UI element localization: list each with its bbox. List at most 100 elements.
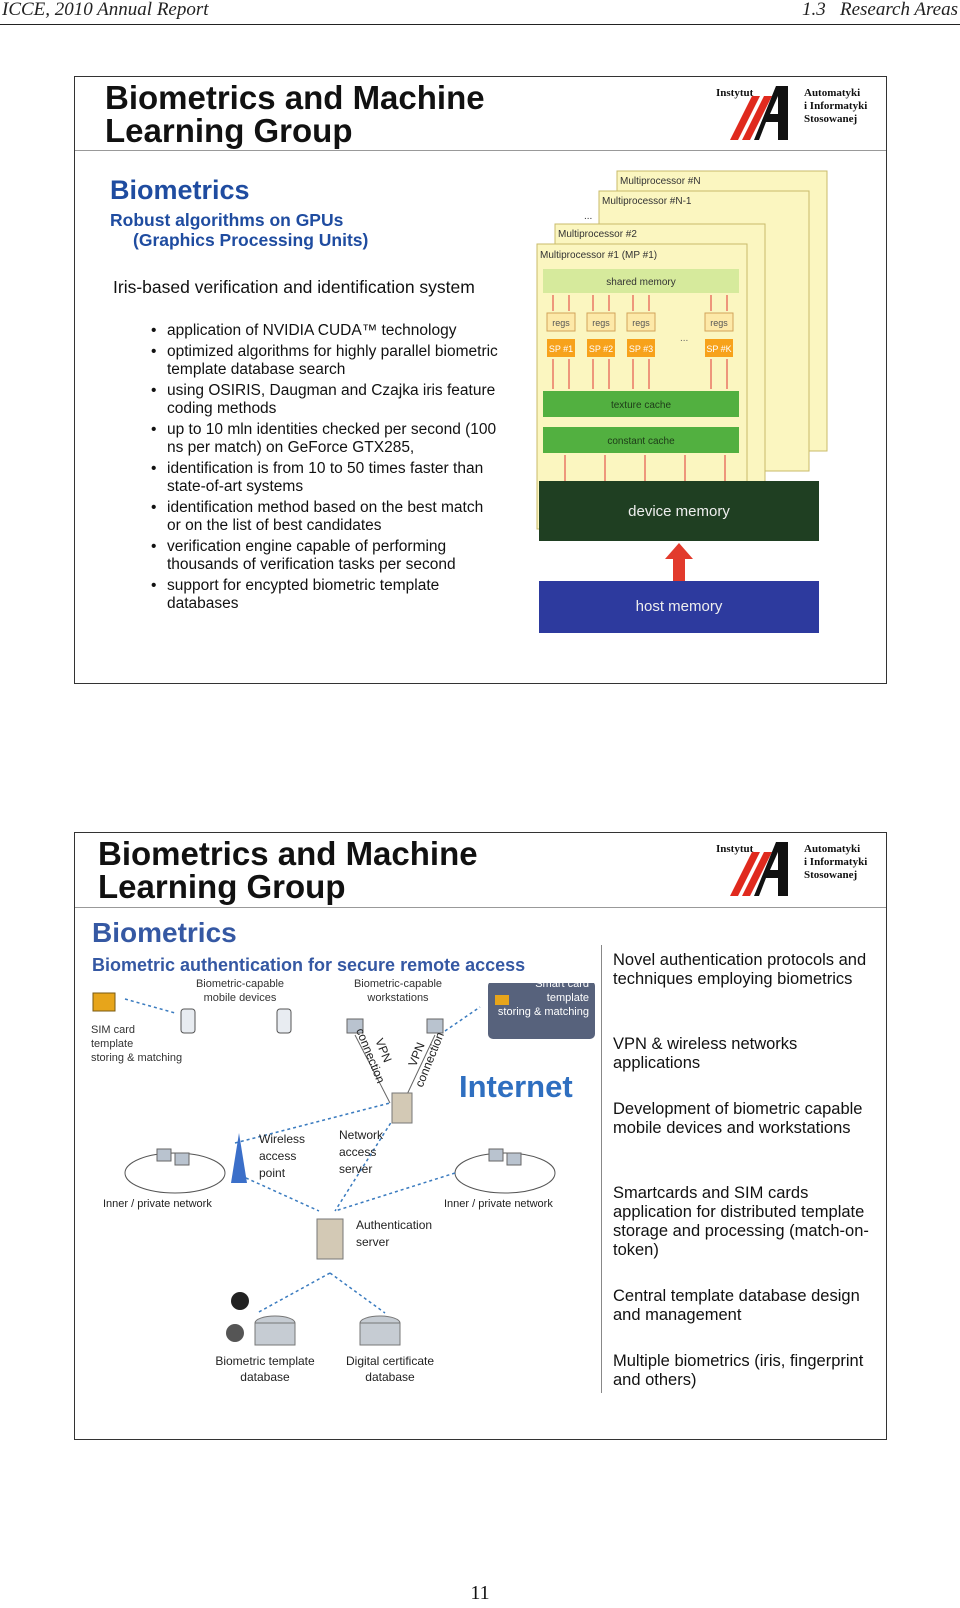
constant-cache-block	[543, 427, 739, 453]
feature-central-database: Central template database design and man…	[613, 1287, 860, 1324]
page-number: 11	[470, 1582, 490, 1604]
list-item: verification engine capable of performin…	[151, 538, 501, 574]
inner-network-right-label: Inner / private network	[444, 1198, 553, 1210]
slide-title-line1: Biometrics and Machine	[105, 79, 485, 116]
svg-text:regs: regs	[632, 318, 650, 328]
sp-ellipsis: ...	[680, 333, 688, 344]
section-title: Research Areas	[839, 0, 958, 20]
authentication-server-icon	[316, 1218, 344, 1260]
svg-text:SP #3: SP #3	[629, 344, 653, 354]
texture-cache-label: texture cache	[611, 400, 671, 411]
running-header-right: 1.3 Research Areas	[802, 0, 958, 20]
mp-n1-label: Multiprocessor #N-1	[602, 196, 692, 207]
texture-cache-block	[543, 391, 739, 417]
authentication-server-label: Authentication server	[356, 1218, 433, 1249]
list-item: application of NVIDIA CUDA™ technology	[151, 322, 501, 340]
slide-heading: Biometrics	[110, 175, 250, 205]
section-label: Iris-based verification and identificati…	[113, 277, 475, 297]
mobile-device-icon	[276, 1008, 292, 1034]
feature-list: application of NVIDIA CUDA™ technology o…	[151, 322, 501, 616]
svg-text:regs: regs	[710, 318, 728, 328]
host-memory-label: host memory	[636, 598, 723, 615]
svg-text:SP #1: SP #1	[549, 344, 573, 354]
sp-3	[627, 339, 655, 357]
column-divider	[601, 945, 602, 1393]
inner-network-right-ellipse	[454, 1152, 556, 1194]
mobile-device-icon	[180, 1008, 196, 1034]
smart-card-panel	[488, 983, 595, 1039]
host-memory-block	[539, 581, 819, 633]
regs-3	[626, 312, 656, 332]
slide-gpu: Biometrics and Machine Learning Group In…	[74, 76, 887, 684]
regs-1	[546, 312, 576, 332]
smart-card-label: Smart card template storing & matching	[497, 978, 589, 1018]
regs-k	[704, 312, 734, 332]
sp-2	[587, 339, 615, 357]
network-access-server-icon	[391, 1092, 413, 1124]
feature-multiple-biometrics: Multiple biometrics (iris, fingerprint a…	[613, 1352, 864, 1389]
workstation-icon	[156, 1148, 172, 1162]
mp-dots: ...	[584, 211, 592, 222]
slide-remote-access: Biometrics and Machine Learning Group In…	[74, 832, 887, 1440]
section-number: 1.3	[801, 0, 826, 20]
constant-cache-label: constant cache	[607, 436, 675, 447]
slide-title-line2: Learning Group	[105, 112, 353, 149]
hand-print-icon	[231, 1292, 249, 1310]
internet-label: Internet	[459, 1069, 573, 1104]
inner-network-left-label: Inner / private network	[103, 1198, 212, 1210]
slide-title-line2: Learning Group	[98, 868, 346, 905]
svg-text:regs: regs	[592, 318, 610, 328]
sim-card-icon	[92, 992, 116, 1012]
list-item: identification method based on the best …	[151, 499, 501, 535]
device-memory-label: device memory	[628, 503, 730, 520]
workstation-icon	[506, 1152, 522, 1166]
biometric-database-label: Biometric template database	[215, 1354, 315, 1384]
wireless-access-point-icon	[231, 1133, 247, 1183]
network-diagram	[92, 983, 595, 1346]
list-item: using OSIRIS, Daugman and Czajka iris fe…	[151, 382, 501, 418]
slide-title-rule	[75, 907, 886, 908]
mobile-devices-label: Biometric-capable mobile devices	[195, 978, 285, 1004]
sim-card-label: SIM card template storing & matching	[91, 1024, 183, 1064]
sp-1	[547, 339, 575, 357]
wireless-access-point-label: Wireless access point	[259, 1132, 306, 1180]
slide-subheading-1: Robust algorithms on GPUs	[110, 210, 344, 230]
list-item: optimized algorithms for highly parallel…	[151, 343, 501, 379]
shared-memory-block	[543, 269, 739, 293]
ia-logo-icon	[730, 842, 788, 896]
list-item: support for encypted biometric template …	[151, 577, 501, 613]
certificate-database-label: Digital certificate database	[345, 1354, 435, 1384]
gpu-architecture-diagram: Multiprocessor #N Multiprocessor #N-1 ..…	[536, 170, 828, 633]
list-item: up to 10 mln identities checked per seco…	[151, 421, 501, 457]
feature-mobile-devices: Development of biometric capable mobile …	[613, 1100, 863, 1137]
logo-instytut: Instytut	[716, 843, 754, 855]
svg-text:regs: regs	[552, 318, 570, 328]
ia-logo-icon	[730, 86, 788, 140]
sp-k	[705, 339, 733, 357]
header-rule	[0, 24, 960, 25]
slide-title-line1: Biometrics and Machine	[98, 835, 478, 872]
regs-2	[586, 312, 616, 332]
svg-text:SP #K: SP #K	[706, 344, 731, 354]
workstation-icon	[488, 1148, 504, 1162]
running-header-left: ICCE, 2010 Annual Report	[2, 0, 209, 20]
slide-title-rule	[75, 150, 886, 151]
shared-memory-label: shared memory	[606, 277, 675, 288]
slide-subheading: Biometric authentication for secure remo…	[92, 955, 526, 975]
workstation-icon	[426, 1018, 444, 1034]
workstations-label: Biometric-capable workstations	[353, 978, 443, 1004]
svg-text:SP #2: SP #2	[589, 344, 613, 354]
feature-vpn-wireless: VPN & wireless networks applications	[613, 1035, 798, 1072]
list-item: identification is from 10 to 50 times fa…	[151, 460, 501, 496]
eye-icon	[226, 1324, 244, 1342]
workstation-icon	[346, 1018, 364, 1034]
mp-2-label: Multiprocessor #2	[558, 229, 637, 240]
slide-heading: Biometrics	[92, 917, 237, 948]
network-access-server-label: Network access server	[339, 1128, 384, 1176]
slide-subheading-2: (Graphics Processing Units)	[133, 230, 369, 250]
logo-instytut: Instytut	[716, 87, 754, 99]
